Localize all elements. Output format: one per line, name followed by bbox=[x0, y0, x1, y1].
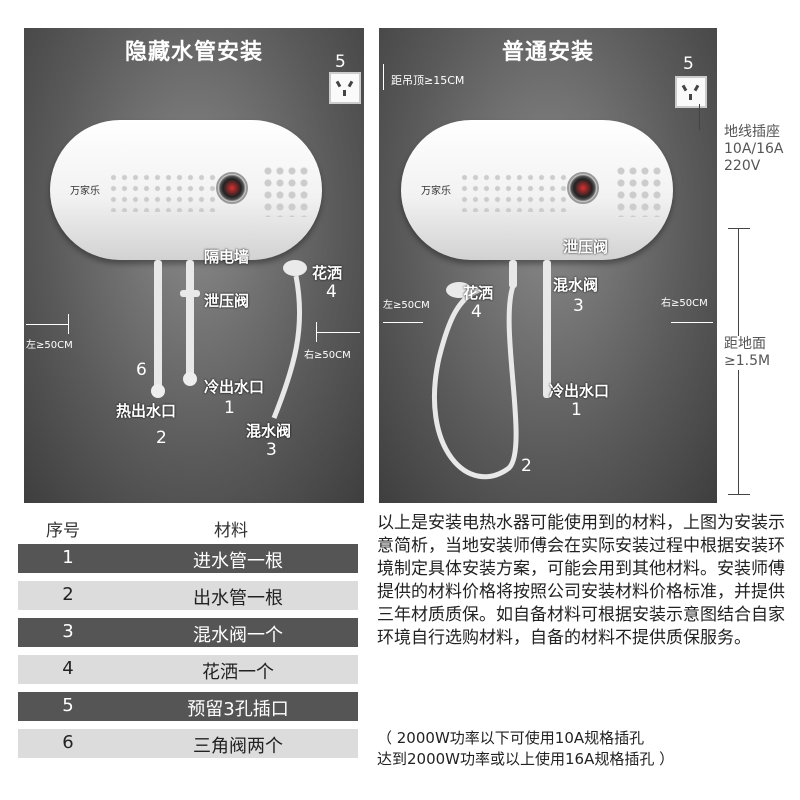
standard-install-panel: 普通安装 距吊顶≥15CM 5 万家乐 泄压阀 花洒 4 混水阀 3 冷出水口 … bbox=[379, 28, 717, 503]
socket-info-line: 10A/16A bbox=[724, 141, 784, 157]
row-number: 5 bbox=[62, 695, 74, 716]
relief-valve-label: 泄压阀 bbox=[563, 238, 609, 256]
decor-pattern-icon bbox=[262, 165, 308, 217]
mixing-valve-number: 3 bbox=[573, 296, 584, 316]
table-row: 2 出水管一根 bbox=[18, 581, 358, 610]
note-line: （ 2000W功率以下可使用10A规格插孔 bbox=[377, 729, 645, 747]
row-material: 进水管一根 bbox=[193, 551, 283, 572]
row-number: 2 bbox=[62, 584, 74, 605]
decor-pattern-icon bbox=[615, 165, 661, 217]
top-clearance-label: 距吊顶≥15CM bbox=[391, 74, 465, 87]
thermostat-dial-icon bbox=[567, 172, 599, 204]
brand-logo: 万家乐 bbox=[421, 186, 451, 197]
left-clearance-line bbox=[26, 324, 68, 325]
cold-outlet-label: 冷出水口 bbox=[549, 382, 610, 400]
right-clearance-line bbox=[316, 332, 360, 333]
row-material: 出水管一根 bbox=[193, 588, 283, 609]
left-clearance-line bbox=[383, 322, 423, 323]
decor-pattern-icon bbox=[108, 172, 218, 212]
hose-number: 2 bbox=[521, 456, 532, 476]
socket-info-line: 220V bbox=[724, 158, 761, 174]
power-socket-icon bbox=[329, 72, 361, 104]
shower-hose bbox=[271, 260, 307, 419]
cold-outlet-cap bbox=[183, 372, 197, 386]
mixing-valve-label: 混水阀 bbox=[553, 276, 599, 294]
right-clearance-line bbox=[671, 322, 713, 323]
row-number: 6 bbox=[62, 732, 74, 753]
socket-info-line: 地线插座 bbox=[724, 124, 780, 140]
panel-title: 隐藏水管安装 bbox=[124, 40, 263, 65]
wall-label: 隔电墙 bbox=[204, 248, 250, 266]
hot-outlet-cap bbox=[151, 384, 165, 398]
right-clearance-label: 右≥50CM bbox=[661, 298, 708, 309]
top-clearance-line bbox=[383, 64, 384, 90]
socket-leader-line bbox=[699, 104, 700, 130]
decor-pattern-icon bbox=[459, 172, 569, 212]
water-heater-tank: 万家乐 bbox=[401, 120, 673, 260]
mixing-valve-icon bbox=[509, 260, 517, 288]
floor-distance-line-text: 距地面 bbox=[724, 336, 766, 352]
shower-hose bbox=[432, 282, 519, 480]
left-clearance-label: 左≥50CM bbox=[26, 340, 73, 351]
shower-number: 4 bbox=[326, 282, 337, 302]
table-row: 4 花洒一个 bbox=[18, 655, 358, 684]
socket-spec-note: （ 2000W功率以下可使用10A规格插孔 达到2000W功率或以上使用16A规… bbox=[377, 728, 797, 770]
left-clearance-tick bbox=[68, 314, 69, 334]
floor-distance-tick bbox=[728, 228, 750, 229]
hot-outlet-label: 热出水口 bbox=[116, 402, 177, 420]
cold-water-pipe bbox=[543, 260, 551, 398]
shower-label: 花洒 bbox=[312, 264, 343, 282]
note-line: 达到2000W功率或以上使用16A规格插孔 ） bbox=[377, 750, 675, 768]
row-material: 三角阀两个 bbox=[193, 736, 283, 757]
table-row: 1 进水管一根 bbox=[18, 544, 358, 573]
socket-info: 地线插座 10A/16A 220V bbox=[724, 124, 784, 175]
cold-outlet-number: 1 bbox=[571, 400, 582, 420]
mixing-valve-number: 3 bbox=[266, 440, 277, 460]
brand-logo: 万家乐 bbox=[70, 186, 100, 197]
row-number: 4 bbox=[62, 658, 74, 679]
shower-number: 4 bbox=[471, 302, 482, 322]
column-header-material: 材料 bbox=[214, 521, 248, 541]
column-header-number: 序号 bbox=[46, 521, 80, 541]
socket-number: 5 bbox=[335, 52, 346, 72]
table-header: 序号 材料 bbox=[18, 514, 358, 544]
relief-valve-icon bbox=[180, 290, 200, 297]
power-socket-icon bbox=[675, 76, 707, 108]
right-clearance-label: 右≥50CM bbox=[304, 350, 351, 361]
materials-table: 序号 材料 1 进水管一根 2 出水管一根 3 混水阀一个 4 花洒一个 5 预留3孔插口… bbox=[18, 514, 358, 766]
hot-pipe-number: 6 bbox=[136, 360, 147, 380]
cold-outlet-label: 冷出水口 bbox=[204, 378, 265, 396]
floor-distance-tick bbox=[728, 494, 750, 495]
row-number: 1 bbox=[62, 547, 74, 568]
table-row: 3 混水阀一个 bbox=[18, 618, 358, 647]
hot-water-pipe bbox=[154, 260, 162, 388]
socket-number: 5 bbox=[683, 54, 694, 74]
table-row: 5 预留3孔插口 bbox=[18, 692, 358, 721]
cold-outlet-number: 1 bbox=[224, 398, 235, 418]
floor-distance-line-text: ≥1.5M bbox=[724, 353, 771, 369]
row-number: 3 bbox=[62, 621, 74, 642]
row-material: 混水阀一个 bbox=[193, 625, 283, 646]
mixing-valve-label: 混水阀 bbox=[246, 422, 292, 440]
right-clearance-tick bbox=[316, 322, 317, 342]
panel-title: 普通安装 bbox=[501, 40, 594, 65]
hot-outlet-number: 2 bbox=[156, 428, 167, 448]
hidden-pipe-install-panel: 隐藏水管安装 5 万家乐 隔电墙 泄压阀 花洒 4 6 热出水口 2 冷出水口 … bbox=[24, 28, 364, 503]
row-material: 花洒一个 bbox=[202, 662, 274, 683]
floor-distance-label: 距地面 ≥1.5M bbox=[724, 336, 771, 370]
thermostat-dial-icon bbox=[216, 172, 248, 204]
water-heater-tank: 万家乐 bbox=[50, 120, 322, 260]
relief-valve-label: 泄压阀 bbox=[204, 292, 250, 310]
row-material: 预留3孔插口 bbox=[187, 699, 289, 720]
table-row: 6 三角阀两个 bbox=[18, 729, 358, 758]
install-description: 以上是安装电热水器可能使用到的材料，上图为安装示意简析，当地安装师傅会在实际安装… bbox=[377, 513, 785, 648]
shower-label: 花洒 bbox=[463, 284, 494, 302]
cold-water-pipe bbox=[186, 260, 194, 376]
left-clearance-label: 左≥50CM bbox=[383, 300, 430, 311]
